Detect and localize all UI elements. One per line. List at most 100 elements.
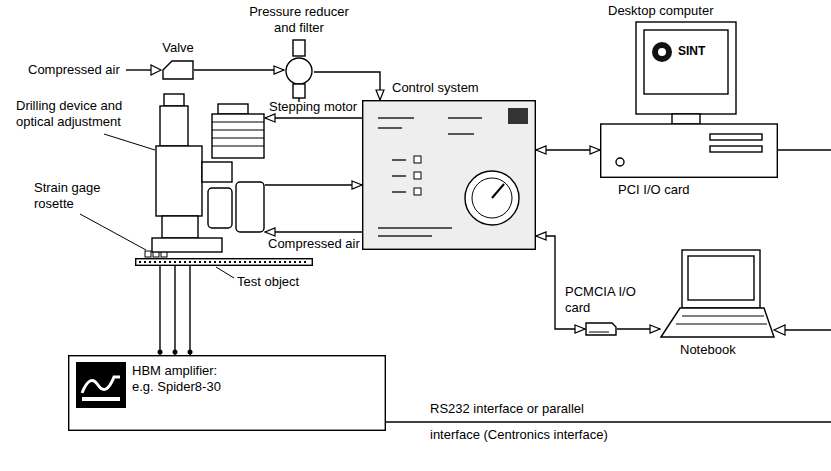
amplifier-box: HBM amplifier: e.g. Spider8-30 (68, 355, 386, 431)
strain-gage-symbol (145, 251, 151, 257)
drawing-part (710, 134, 762, 140)
connector-line (536, 149, 600, 150)
drawing-part (212, 130, 264, 131)
air-supply-line (126, 69, 152, 70)
drawing-part (363, 101, 536, 250)
leader-line (216, 267, 234, 278)
drawing-part (164, 94, 184, 106)
control-unit-picture (362, 100, 536, 250)
drawing-part (414, 188, 421, 195)
drawing-part (682, 316, 764, 317)
cable-arrowhead (774, 325, 785, 335)
node-label: PCMCIA I/O card (565, 284, 649, 316)
drawing-part (163, 61, 193, 79)
drawing-part (162, 216, 198, 238)
drawing-part (414, 172, 421, 179)
drawing-part (160, 106, 188, 146)
drawing-part (676, 324, 767, 325)
drawing-part (601, 124, 778, 177)
drawing-part (82, 377, 120, 393)
leader-line (104, 134, 155, 150)
notebook: Notebook (660, 250, 775, 338)
drawing-part (465, 171, 519, 225)
control-unit: Control system (362, 100, 536, 250)
drawing-part (212, 138, 264, 139)
drawing-part (76, 362, 126, 408)
drawing-part (392, 191, 406, 193)
drawing-part (589, 332, 609, 333)
drawing-part (139, 261, 309, 263)
interface-cable (386, 421, 831, 422)
drawing-part (293, 40, 305, 56)
drawing-part (218, 104, 248, 114)
drilling-device-picture (152, 92, 265, 255)
gage-wire (189, 266, 190, 355)
drawing-part (658, 48, 666, 56)
air-supply-arrowhead (151, 65, 161, 75)
drawing-part (392, 159, 406, 161)
connector-label: Stepping motor (269, 99, 357, 115)
drawing-part (236, 182, 264, 232)
wire-terminal (188, 350, 193, 355)
drawing-part (378, 235, 432, 237)
node-label: Valve (162, 40, 194, 56)
node-sublabel: PCI I/O card (618, 182, 690, 198)
leader-line (80, 214, 146, 250)
drawing-part (378, 117, 414, 119)
drawing-part (392, 175, 406, 177)
drawing-part (156, 146, 202, 216)
node-label: Test object (237, 274, 299, 290)
drawing-part (69, 356, 386, 431)
interface-cable (784, 329, 831, 330)
drawing-part (212, 146, 264, 147)
node-label: Control system (392, 80, 479, 96)
drawing-part (448, 133, 474, 135)
connector-line (174, 266, 175, 355)
drawing-part (208, 188, 232, 228)
drawing-part (293, 84, 305, 98)
pressure-reducer-picture (284, 40, 314, 102)
connector-line (536, 236, 585, 329)
drawing-part (636, 22, 736, 114)
supply-label: Compressed air (28, 62, 120, 78)
interface-cable (778, 149, 831, 150)
gage-wire (159, 266, 160, 355)
drawing-part (152, 238, 222, 252)
drawing-part (672, 114, 700, 124)
interface-label-box: RS232 interface or parallel interface (C… (430, 396, 610, 448)
drawing-part (661, 308, 774, 337)
drawing-part (202, 162, 232, 182)
amplifier-box-picture (68, 355, 386, 431)
connector-line (265, 117, 362, 118)
node-label: Notebook (680, 342, 736, 358)
node-label: Desktop computer (608, 3, 714, 19)
drawing-part (492, 184, 504, 198)
connector-line (314, 72, 380, 100)
drawing-part (378, 227, 452, 229)
node-label: HBM amplifier: e.g. Spider8-30 (132, 363, 242, 395)
drawing-part (448, 117, 482, 119)
drawing-part (286, 58, 312, 84)
connector-line (265, 184, 362, 185)
connector-line (617, 328, 660, 329)
pcmcia-card: PCMCIA I/O card (585, 322, 617, 336)
test-object-picture (135, 258, 313, 266)
drawing-part (212, 122, 264, 123)
interface-label: RS232 interface or parallel interface (C… (430, 401, 608, 442)
node-label: Drilling device and optical adjustment (16, 98, 144, 130)
drawing-part (644, 30, 728, 94)
notebook-picture (660, 250, 775, 338)
drawing-part (136, 259, 313, 266)
connector-line (265, 231, 362, 232)
drawing-part (586, 323, 616, 335)
drawing-part (616, 158, 624, 166)
valve: Valve (162, 60, 194, 80)
drawing-part (378, 127, 402, 129)
drawing-part (710, 146, 762, 152)
node-label: Pressure reducer and filter (243, 4, 355, 36)
part-label: Strain gage rosette (34, 180, 106, 212)
drawing-part (82, 397, 120, 401)
drawing-part (472, 178, 512, 218)
drawing-part (652, 42, 672, 62)
